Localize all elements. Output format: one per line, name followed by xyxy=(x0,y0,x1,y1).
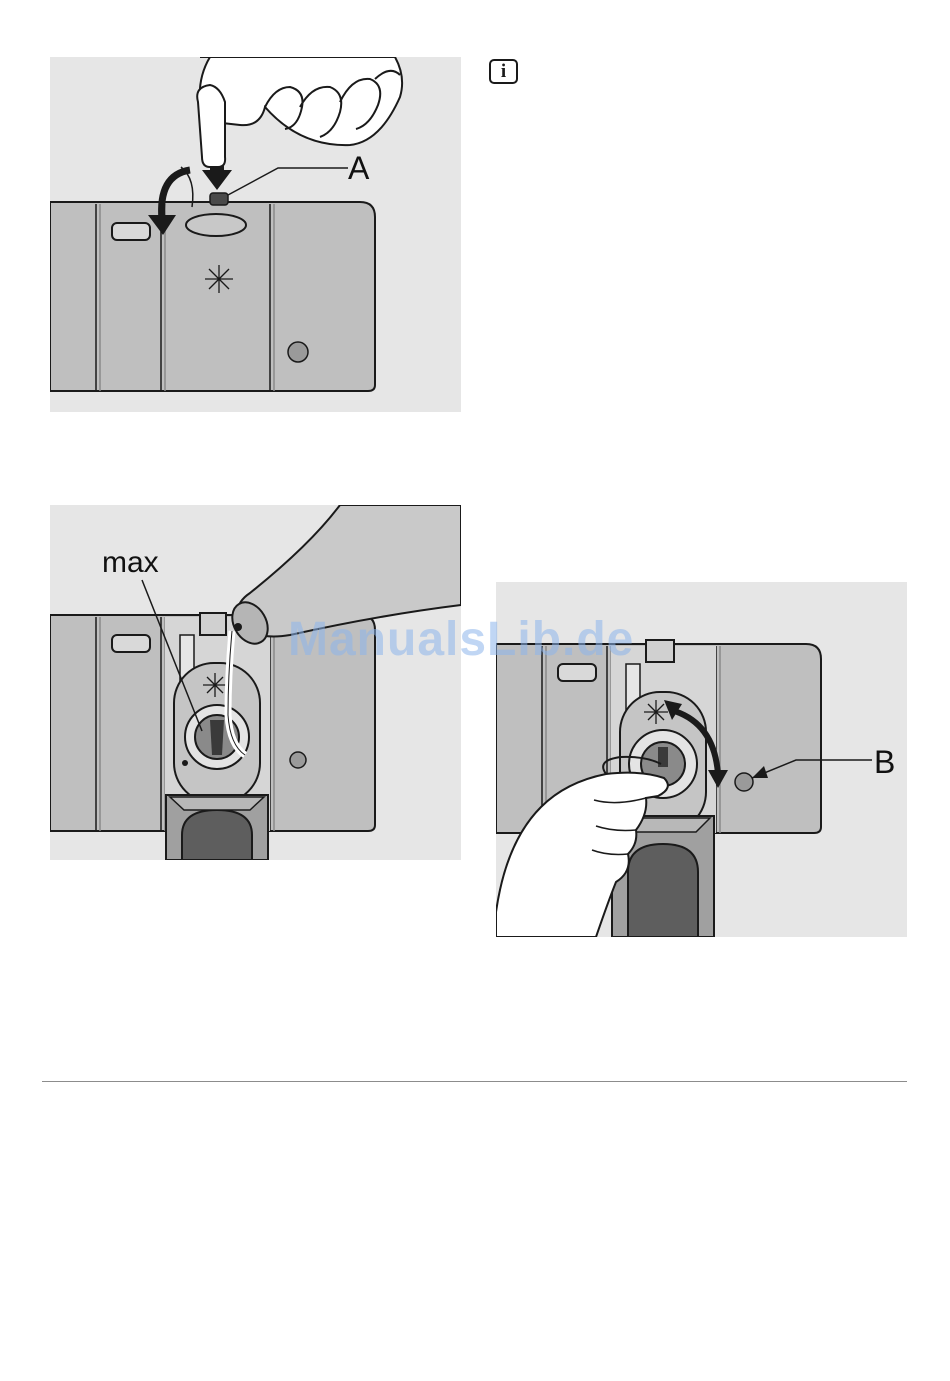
figure-1: A xyxy=(50,57,461,412)
figure-1-illustration: A xyxy=(50,57,461,412)
callout-max: max xyxy=(102,546,159,579)
callout-a: A xyxy=(348,150,370,186)
watermark: ManualsLib.de xyxy=(288,612,634,667)
horizontal-rule xyxy=(42,1081,907,1082)
info-icon: i xyxy=(489,59,518,84)
figure-2-illustration: max xyxy=(50,505,461,860)
figure-2: max xyxy=(50,505,461,860)
callout-b: B xyxy=(874,744,895,780)
